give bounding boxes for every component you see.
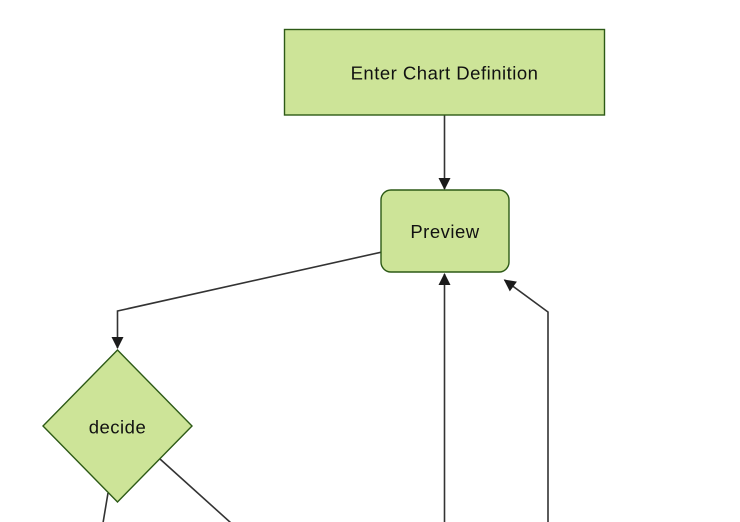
edge-decide-to-offscreen-bottom-right [159, 458, 232, 522]
node-preview: Preview [380, 189, 510, 273]
edge-decide-to-offscreen-bottom-left [102, 492, 109, 522]
node-preview-label: Preview [410, 221, 479, 242]
diamond-shape [42, 349, 193, 503]
edge-offscreen-bottom-right-to-preview [503, 279, 549, 522]
edge-preview-to-decide [111, 251, 383, 349]
node-decide-label: decide [89, 417, 147, 438]
node-decide: decide [42, 349, 193, 503]
node-enter-chart-definition: Enter Chart Definition [283, 28, 606, 116]
edge-layer [102, 115, 549, 522]
node-enter-chart-definition-label: Enter Chart Definition [351, 63, 539, 84]
rounded-rectangle-shape [380, 189, 510, 273]
rectangle-shape [283, 28, 606, 116]
